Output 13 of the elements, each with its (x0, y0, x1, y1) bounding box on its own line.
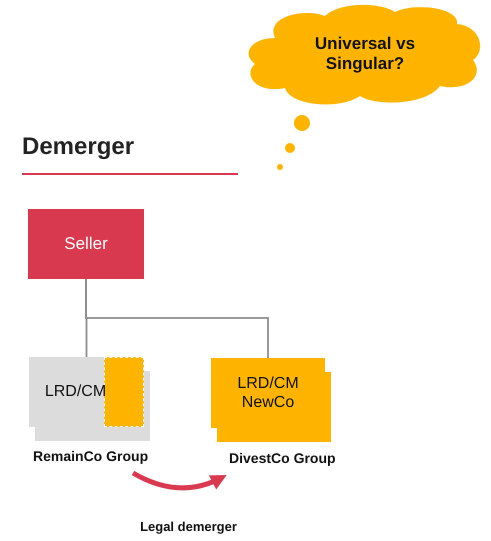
dashed-box (104, 357, 144, 427)
curved-arrow (132, 470, 227, 490)
group-label: DivestCo Group (229, 450, 336, 466)
entity-name: Seller (64, 234, 108, 254)
cloud-text: Universal vs Singular? (314, 34, 416, 74)
connector-line (85, 279, 269, 358)
group-label: RemainCo Group (33, 448, 148, 464)
title: Demerger (22, 133, 134, 161)
entity-name: LRD/CM (44, 382, 106, 402)
entity-name: LRD/CM NewCo (236, 374, 300, 412)
entity-box (29, 357, 144, 427)
entity-box (28, 209, 144, 279)
edge-label: Legal demerger (140, 519, 237, 534)
